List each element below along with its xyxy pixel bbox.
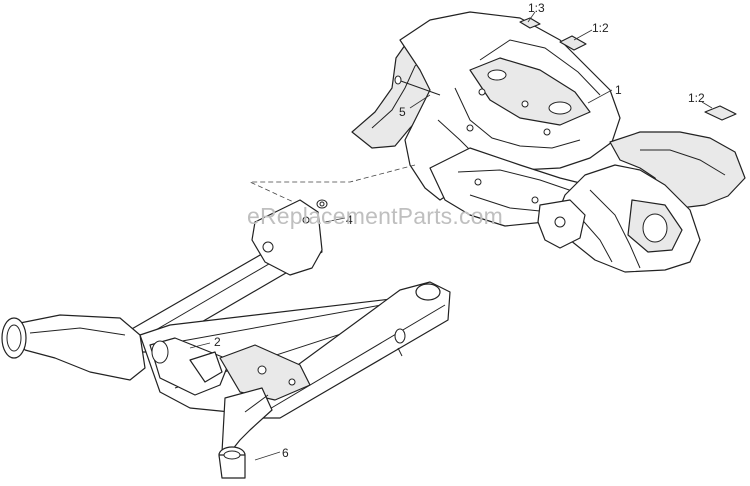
callout-4: 4 [346,213,353,227]
callout-1-2-upper: 1:2 [592,21,609,35]
callout-6: 6 [282,446,289,460]
callout-2: 2 [214,335,221,349]
callout-1-2-right: 1:2 [688,91,705,105]
callout-1: 1 [615,83,622,97]
upper-frame-assembly [351,11,746,273]
callout-5: 5 [399,105,406,119]
callout-leaders [189,11,713,461]
watermark-text: eReplacementParts.com [246,203,504,229]
callout-1-3: 1:3 [528,1,545,15]
lower-frame [1,199,451,479]
